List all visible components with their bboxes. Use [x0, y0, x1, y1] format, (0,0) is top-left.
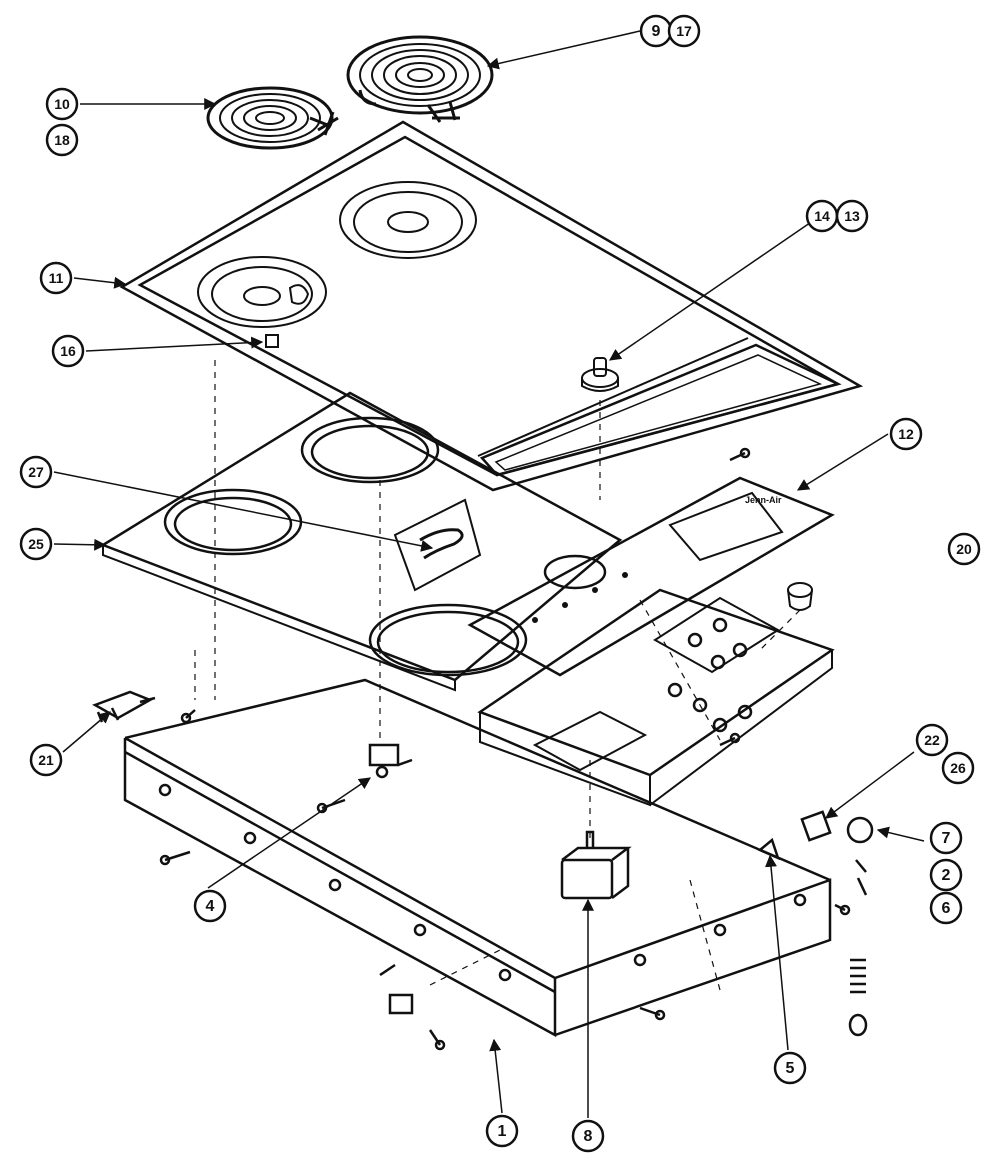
callout-circle: [889, 417, 923, 451]
callout-26: 26: [941, 751, 975, 785]
callout-number: 14: [814, 208, 830, 224]
callout-circle: [193, 889, 227, 923]
callout-circle: [941, 751, 975, 785]
callout-13: 13: [835, 199, 869, 233]
callout-number: 26: [950, 760, 966, 776]
callout-21: 21: [29, 743, 63, 777]
callout-number: 22: [924, 732, 940, 748]
infinite-switch: [560, 830, 632, 900]
callout-20: 20: [947, 532, 981, 566]
callout-10: 10: [45, 87, 79, 121]
callout-27: 27: [19, 455, 53, 489]
callout-circle: [667, 14, 701, 48]
cooktop-panel: [100, 391, 623, 692]
part-5-clip: [757, 837, 781, 861]
callout-circle: [485, 1114, 519, 1148]
callout-2: 2: [929, 858, 963, 892]
callout-number: 20: [956, 541, 972, 557]
control-bracket: [477, 588, 835, 807]
callout-circle: [915, 723, 949, 757]
callout-25: 25: [19, 527, 53, 561]
callout-circle: [29, 743, 63, 777]
callout-number: 5: [786, 1060, 795, 1077]
surface-element-large: [346, 35, 494, 123]
callout-11: 11: [39, 261, 73, 295]
callout-number: 11: [49, 270, 64, 286]
callout-number: 10: [54, 96, 70, 112]
callout-number: 18: [54, 132, 70, 148]
svg-text:Jenn-Air: Jenn-Air: [745, 495, 782, 505]
part-4-clip: [368, 743, 413, 779]
callout-circle: [929, 821, 963, 855]
callout-22: 22: [915, 723, 949, 757]
callout-number: 7: [942, 830, 951, 847]
callout-number: 12: [898, 426, 914, 442]
callout-6: 6: [929, 891, 963, 925]
leader-lines: [53, 30, 925, 1118]
callout-18: 18: [45, 123, 79, 157]
wire-harness: [419, 528, 464, 560]
callout-circle: [19, 527, 53, 561]
callout-circle: [571, 1119, 605, 1153]
callout-4: 4: [193, 889, 227, 923]
callout-7: 7: [929, 821, 963, 855]
callout-number: 9: [652, 23, 661, 40]
callout-12: 12: [889, 417, 923, 451]
callout-number: 8: [584, 1128, 593, 1145]
callout-number: 2: [942, 867, 951, 884]
clip-part: [265, 334, 279, 348]
callout-circle: [773, 1051, 807, 1085]
callout-circle: [45, 87, 79, 121]
callout-circle: [929, 858, 963, 892]
screws: [159, 447, 851, 1051]
callout-number: 1: [498, 1123, 507, 1140]
callout-number: 13: [844, 208, 860, 224]
callout-number: 16: [60, 343, 76, 359]
callout-circle: [947, 532, 981, 566]
bracket-22: [800, 810, 832, 842]
assembly-guides: [194, 360, 801, 991]
callout-14: 14: [805, 199, 839, 233]
drip-bowl-front: [197, 256, 327, 328]
callout-circle: [51, 334, 85, 368]
callout-circle: [39, 261, 73, 295]
callout-circle: [19, 455, 53, 489]
control-panel-overlay: Jenn-Air: [467, 476, 835, 677]
callout-number: 17: [676, 23, 692, 39]
callout-5: 5: [773, 1051, 807, 1085]
callout-17: 17: [667, 14, 701, 48]
callout-16: 16: [51, 334, 85, 368]
callout-9: 9: [639, 14, 673, 48]
trim-frame: [119, 120, 864, 492]
control-knob: [581, 357, 619, 392]
callout-number: 21: [38, 752, 54, 768]
callout-number: 6: [942, 900, 951, 917]
drip-bowl-rear: [339, 181, 477, 259]
callout-circle: [929, 891, 963, 925]
igniter-assembly: [846, 816, 874, 1037]
callout-number: 4: [206, 898, 215, 915]
callout-1: 1: [485, 1114, 519, 1148]
callout-8: 8: [571, 1119, 605, 1153]
callout-circle: [45, 123, 79, 157]
callout-number: 25: [28, 536, 44, 552]
callout-circle: [835, 199, 869, 233]
callout-number: 27: [28, 464, 44, 480]
base-chassis: [123, 678, 832, 1038]
surface-element-small: [206, 86, 339, 150]
knob-20: [787, 582, 813, 611]
